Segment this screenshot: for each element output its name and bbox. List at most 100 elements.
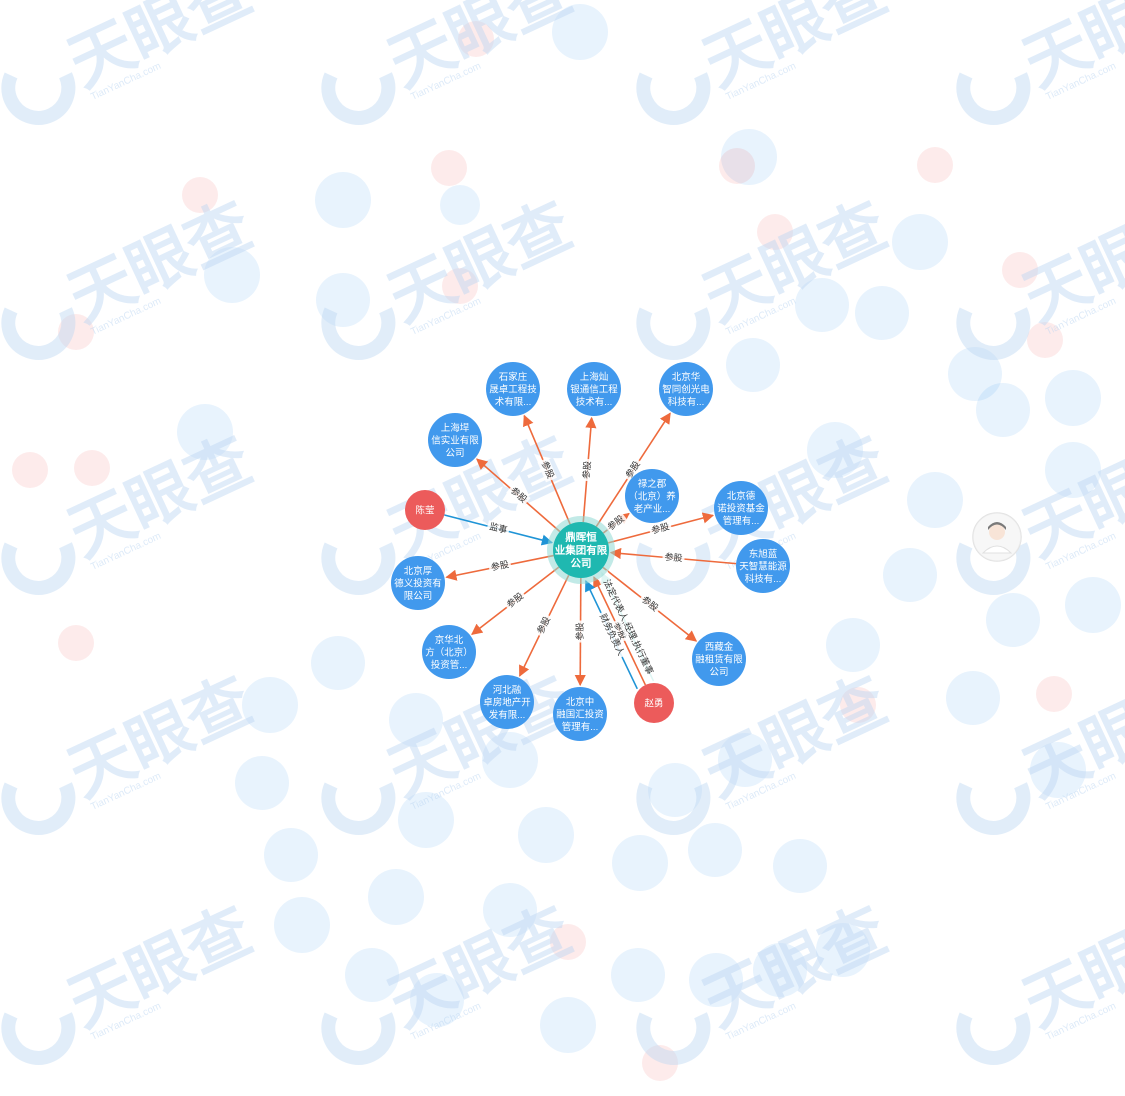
node-circle xyxy=(634,683,674,723)
node-label-line: 德义投资有 xyxy=(394,578,442,590)
person-node[interactable]: 赵勇 xyxy=(634,683,674,723)
background-dot xyxy=(773,839,827,893)
node-label-line: 管理有... xyxy=(723,515,759,527)
avatar-icon[interactable] xyxy=(972,512,1022,562)
company-node[interactable]: 北京德诺投资基金管理有... xyxy=(714,481,768,535)
node-circle xyxy=(486,362,540,416)
node-circle xyxy=(480,675,534,729)
node-label-line: 科技有... xyxy=(745,573,781,585)
node-label-line: 京华北 xyxy=(435,634,464,646)
tianyancha-logo-icon xyxy=(956,760,1031,835)
company-node[interactable]: 北京中融国汇投资管理有... xyxy=(553,687,607,741)
edge-label-text: 参股 xyxy=(580,460,592,479)
node-circle xyxy=(405,490,445,530)
background-dot xyxy=(807,422,863,478)
edge-label-bg xyxy=(603,511,629,535)
edge-label-bg xyxy=(503,589,528,613)
edge-label: 参股 xyxy=(503,589,528,613)
background-dot xyxy=(826,618,880,672)
company-node[interactable]: 东旭蓝天智慧能源科技有... xyxy=(736,539,790,593)
background-dot xyxy=(1065,577,1121,633)
node-label-line: 陈莹 xyxy=(415,505,434,517)
tianyancha-logo-icon xyxy=(1,285,76,360)
edge-label-text: 参股 xyxy=(574,622,585,640)
background-dot xyxy=(611,948,665,1002)
tianyancha-logo-icon xyxy=(321,50,396,125)
edge-label-bg xyxy=(596,569,660,685)
background-dot xyxy=(540,997,596,1053)
node-circle xyxy=(714,481,768,535)
background-dot xyxy=(883,548,937,602)
tianyancha-logo-icon xyxy=(1,990,76,1065)
tianyancha-logo-icon xyxy=(956,50,1031,125)
node-label-line: 技术有... xyxy=(576,396,612,408)
background-dot xyxy=(642,1045,678,1081)
background-dot xyxy=(389,693,443,747)
background-dot xyxy=(483,883,537,937)
company-node[interactable]: 石家庄晟卓工程技术有限... xyxy=(486,362,540,416)
background-dot xyxy=(753,943,807,997)
background-dot xyxy=(946,671,1000,725)
edge-label-bg xyxy=(648,520,673,538)
edge-label: 参股 xyxy=(662,551,685,566)
background-dot xyxy=(907,472,963,528)
background-dot xyxy=(264,828,318,882)
company-node[interactable]: 河北融卓房地产开发有限... xyxy=(480,675,534,729)
background-dot xyxy=(398,792,454,848)
tianyancha-logo-icon xyxy=(1,50,76,125)
background-dot xyxy=(718,733,772,787)
node-circle xyxy=(422,625,476,679)
edge-label: 参股 xyxy=(534,613,555,639)
watermark-text: 天眼查 xyxy=(58,664,262,810)
company-node[interactable]: 上海灿银通信工程技术有... xyxy=(567,362,621,416)
edge-label: 参股 xyxy=(648,520,673,538)
company-node[interactable]: 禄之郡（北京）养老产业... xyxy=(625,469,679,523)
background-dot xyxy=(458,21,494,57)
background-dot xyxy=(58,625,94,661)
edge-label-text: 监事 xyxy=(488,520,508,535)
company-node[interactable]: 京华北方（北京）投资管... xyxy=(422,625,476,679)
center-node-circle xyxy=(553,522,609,578)
background-dot xyxy=(177,404,233,460)
edge-label-text: 参股 xyxy=(490,558,510,572)
edge-label-text: 参股 xyxy=(664,551,683,564)
background-dot xyxy=(274,897,330,953)
node-circle xyxy=(567,362,621,416)
node-label-line: 河北融 xyxy=(493,684,522,696)
node-label-line: 信实业有限 xyxy=(431,435,479,447)
node-circle xyxy=(692,632,746,686)
edge-label: 参股 xyxy=(574,620,587,643)
node-label-line: 晟卓工程技 xyxy=(489,384,537,396)
avatar-fade xyxy=(973,513,1021,561)
background-dot xyxy=(316,273,370,327)
watermark-text: 天眼查 xyxy=(378,0,582,100)
background-dot xyxy=(795,278,849,332)
background-dot xyxy=(1045,370,1101,426)
node-label-line: 天智慧能源 xyxy=(739,561,787,573)
background-dot xyxy=(204,247,260,303)
background-dot xyxy=(182,177,218,213)
background-dot xyxy=(1030,742,1086,798)
node-label-line: 融国汇投资 xyxy=(556,709,604,721)
tianyancha-logo-icon xyxy=(321,520,396,595)
person-node[interactable]: 陈莹 xyxy=(405,490,445,530)
watermark-text: 天眼查 xyxy=(58,189,262,335)
background-dot xyxy=(688,823,742,877)
company-node[interactable]: 北京华智同创光电科技有... xyxy=(659,362,713,416)
background-dot xyxy=(345,948,399,1002)
node-label-line: 东旭蓝 xyxy=(749,548,778,560)
node-label-line: 上海垾 xyxy=(441,422,470,434)
avatar-hair xyxy=(988,522,1006,530)
edge-label-bg xyxy=(574,620,587,643)
